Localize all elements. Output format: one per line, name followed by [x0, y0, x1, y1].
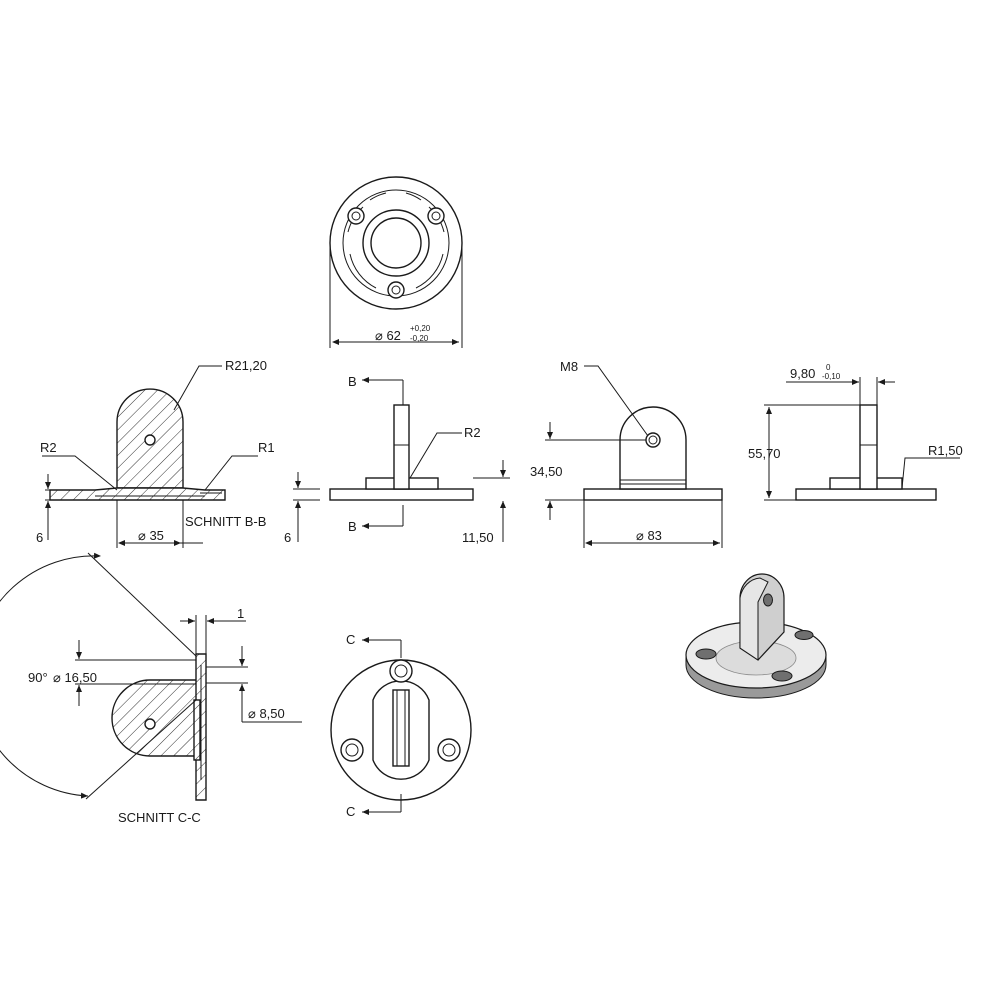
side-view: M8 34,50 ⌀ 83 [530, 359, 723, 548]
section-c-view: 1 90° ⌀ 16,50 ⌀ 8,50 SCHNITT C-C [0, 552, 302, 825]
c-diameter-small-label: ⌀ 8,50 [248, 706, 285, 721]
b-radius-left-label: R2 [40, 440, 57, 455]
front-height-label: 6 [284, 530, 291, 545]
section-b-view: 6 ⌀ 35 R21,20 R2 R1 SCHNITT B-B [36, 358, 275, 548]
right-width-label: 9,80 [790, 366, 815, 381]
top-tol-lower: -0,20 [410, 334, 429, 343]
bottom-view: C C [330, 632, 472, 819]
top-diameter-label: ⌀ 62 [375, 328, 401, 343]
top-tol-upper: +0,20 [410, 324, 431, 333]
front-view: B B R2 6 11,50 [284, 374, 510, 545]
front-radius-label: R2 [464, 425, 481, 440]
c-diameter-large-label: ⌀ 16,50 [53, 670, 97, 685]
schnitt-c-label: SCHNITT C-C [118, 810, 201, 825]
isometric-view [685, 573, 827, 699]
b-radius-top-label: R21,20 [225, 358, 267, 373]
front-b-bottom-label: B [348, 519, 357, 534]
right-view: 9,80 0 -0,10 55,70 R1,50 [748, 363, 963, 501]
side-height-label: 34,50 [530, 464, 563, 479]
b-diameter-label: ⌀ 35 [138, 528, 164, 543]
c-gap-label: 1 [237, 606, 244, 621]
b-radius-right-label: R1 [258, 440, 275, 455]
right-height-label: 55,70 [748, 446, 781, 461]
right-tol-lower: -0,10 [822, 372, 841, 381]
schnitt-b-label: SCHNITT B-B [185, 514, 266, 529]
side-diameter-label: ⌀ 83 [636, 528, 662, 543]
b-height-label: 6 [36, 530, 43, 545]
right-tol-upper: 0 [826, 363, 831, 372]
c-top-label: C [346, 632, 355, 647]
c-bottom-label: C [346, 804, 355, 819]
right-radius-label: R1,50 [928, 443, 963, 458]
front-offset-label: 11,50 [462, 530, 494, 545]
c-angle-label: 90° [28, 670, 48, 685]
front-b-top-label: B [348, 374, 357, 389]
side-thread-label: M8 [560, 359, 578, 374]
top-view: ⌀ 62 +0,20 -0,20 [329, 176, 463, 348]
